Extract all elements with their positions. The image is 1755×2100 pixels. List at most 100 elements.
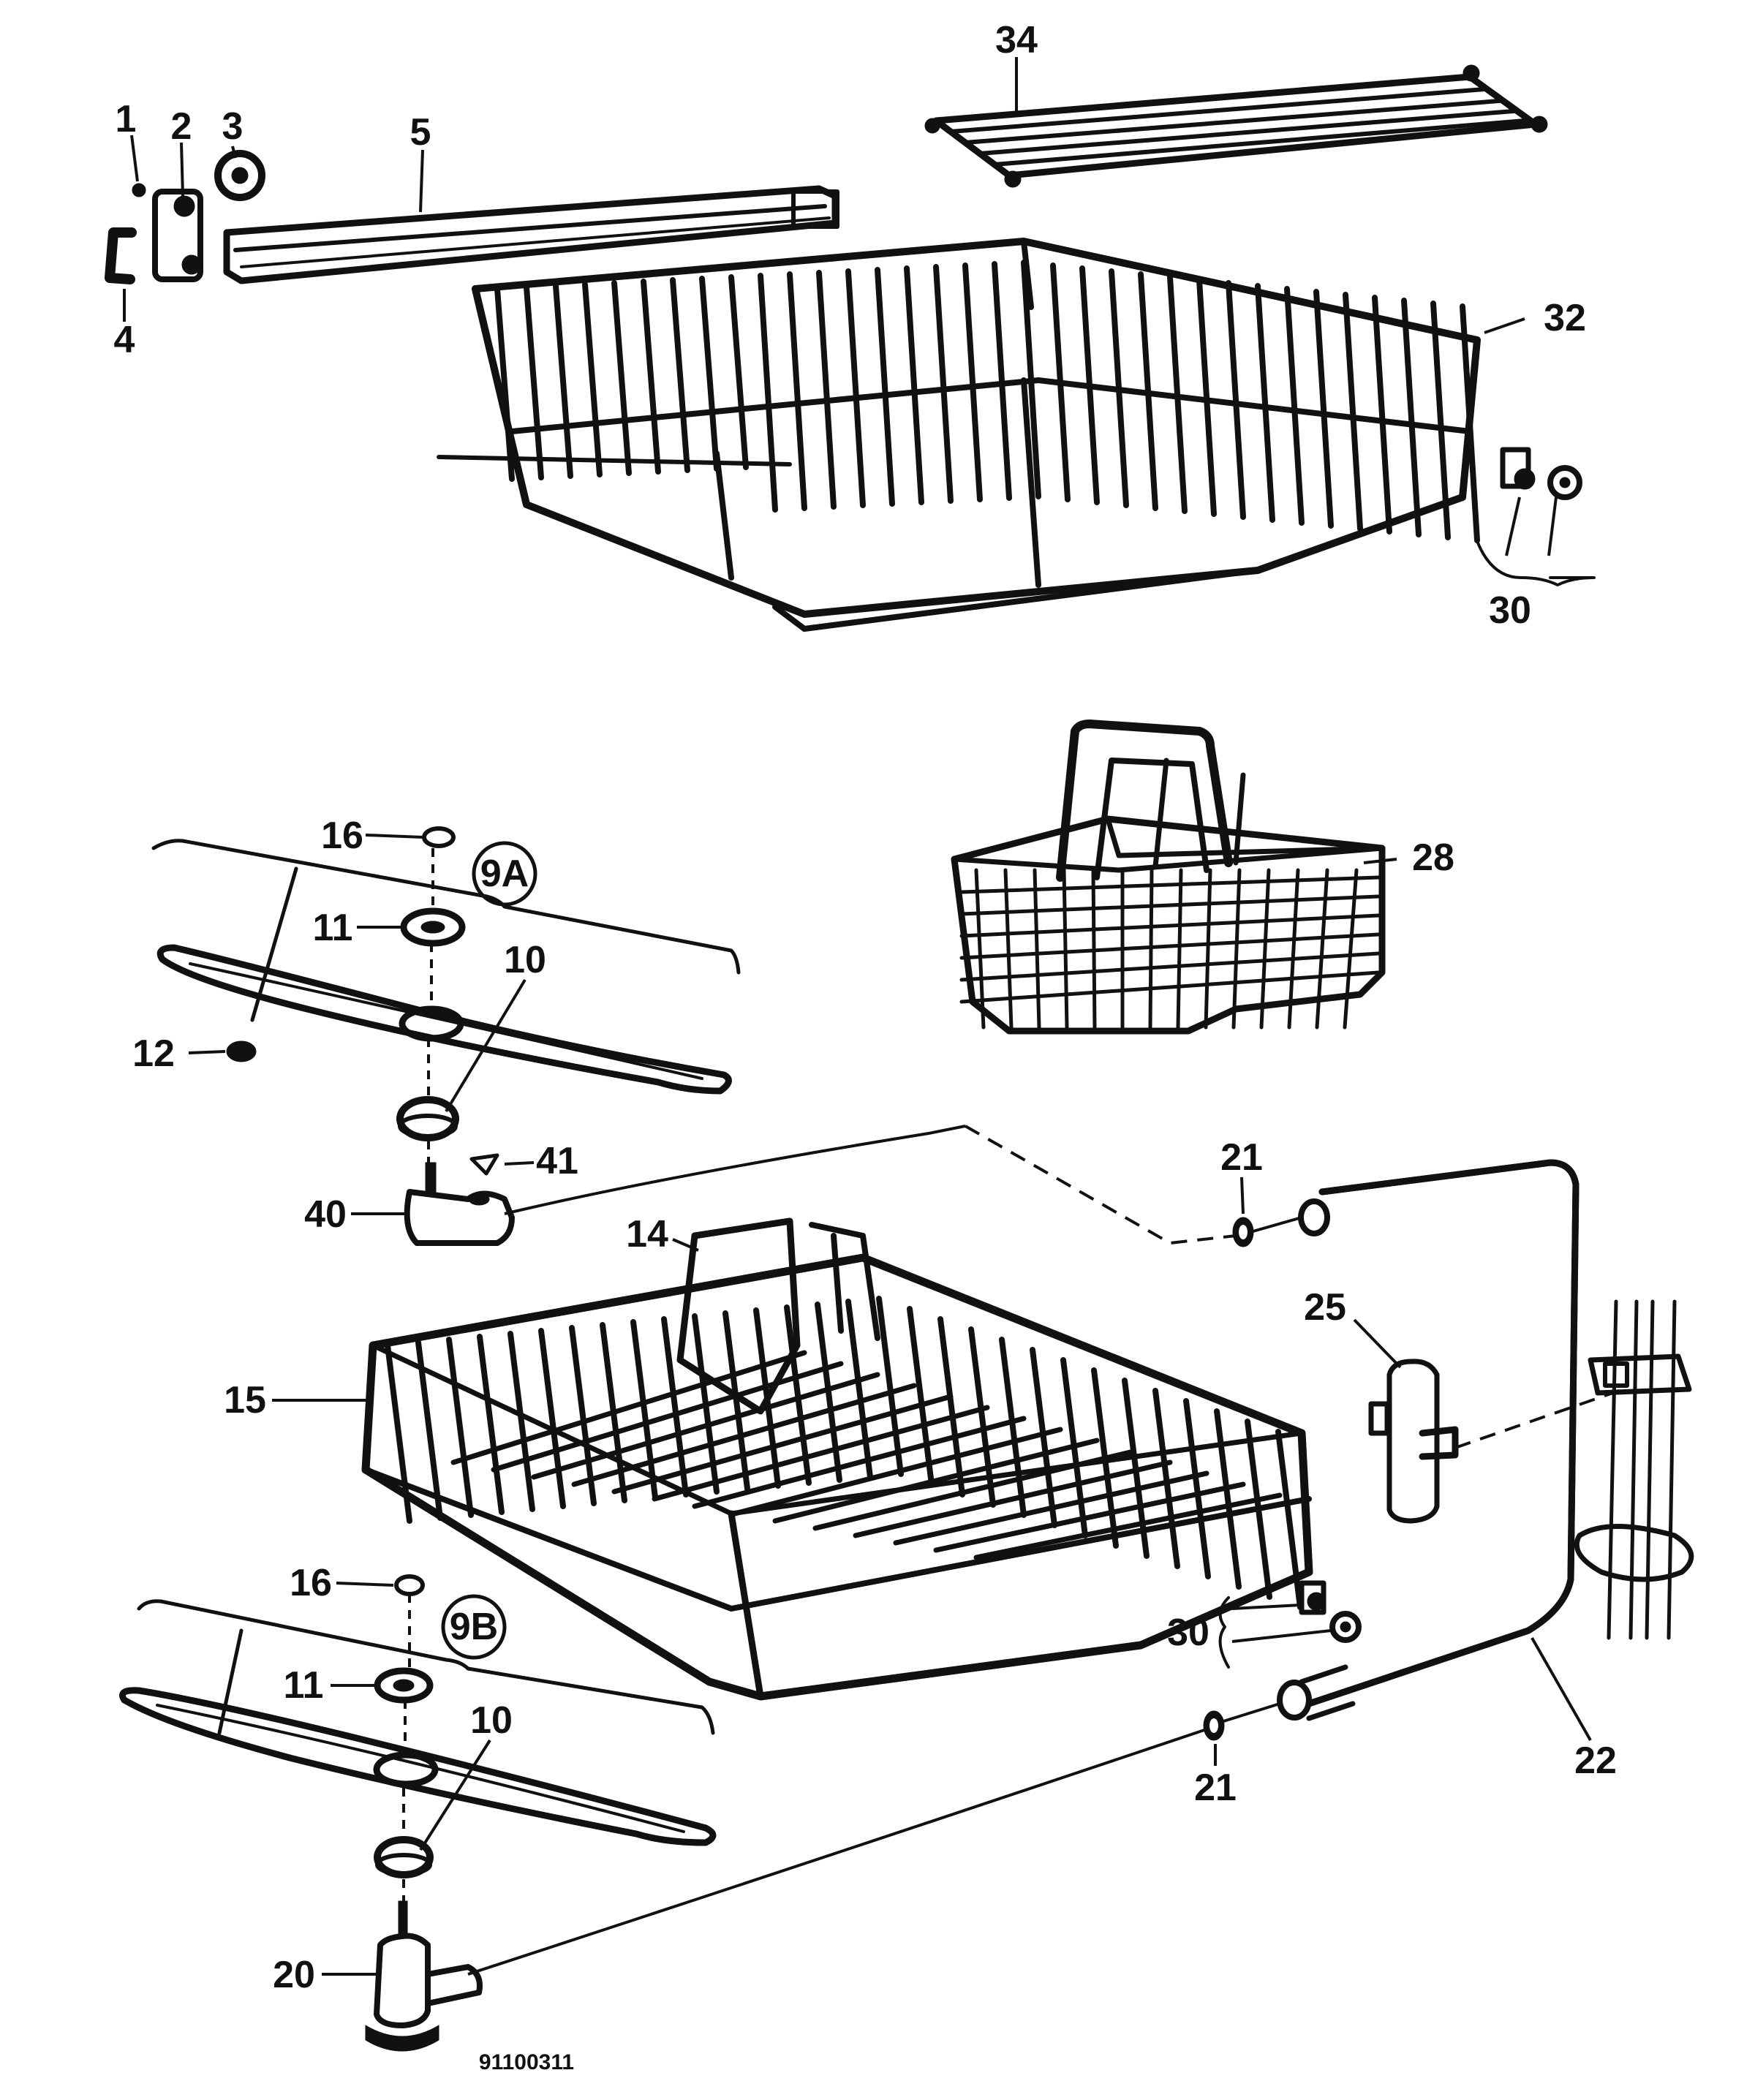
callout-30-upper: 30: [1489, 589, 1531, 632]
callout-11-upper: 11: [313, 907, 353, 949]
wire-bar: [1167, 274, 1188, 514]
wire-bar: [787, 271, 807, 511]
wire-bar: [571, 1383, 917, 1487]
wire-bar: [812, 1449, 1136, 1531]
wire-bar: [385, 1342, 412, 1524]
callout-9a-badge: 9A: [472, 841, 537, 907]
callout-16-upper: 16: [321, 815, 363, 857]
lower-spray-arm: [119, 1687, 717, 1846]
callout-41: 41: [536, 1140, 578, 1182]
wire-bar: [959, 913, 1381, 938]
wire-bar: [1033, 868, 1041, 1030]
wire-bar: [477, 1334, 505, 1515]
ring-to-tube-line: [1250, 1216, 1302, 1234]
wire-bar: [758, 273, 778, 513]
part-12-plug: [226, 1040, 257, 1062]
wire-bar: [1050, 262, 1071, 502]
callout-15: 15: [224, 1379, 266, 1421]
part-11-upper-bearing: [400, 907, 466, 947]
part-28-cutlery-basket: [951, 719, 1386, 1035]
wire-bar: [1313, 289, 1334, 529]
wire-bar: [1109, 268, 1129, 508]
drawing-number: 91100311: [479, 2050, 574, 2074]
wire-bar: [1152, 1388, 1180, 1569]
wire-bar: [494, 286, 515, 482]
upper-dashed-line: [965, 1125, 1237, 1245]
wire-bar: [1259, 868, 1271, 1030]
wire-bar: [450, 1350, 807, 1465]
part-2-bracket: [152, 189, 203, 282]
wire-bar: [999, 1337, 1027, 1518]
wire-bar: [853, 1459, 1173, 1538]
wire-bar: [1021, 260, 1041, 499]
wire-bar: [553, 283, 573, 479]
part-21-upper-ring: [1232, 1217, 1254, 1247]
wire-bar: [1275, 1429, 1303, 1610]
wire-bar: [446, 1337, 474, 1518]
part-40-upper-manifold: [404, 1162, 515, 1246]
wire-bar: [699, 276, 720, 472]
wire-bar: [876, 1296, 904, 1477]
wire-bar: [1226, 280, 1246, 520]
wire-bar: [875, 267, 895, 507]
wire-bar: [962, 262, 983, 502]
wire-bar: [1204, 868, 1212, 1030]
wire-bar: [904, 265, 924, 505]
wire-bar: [1183, 1398, 1211, 1579]
wire-bar: [1030, 1347, 1057, 1528]
wire-bar: [491, 1361, 844, 1473]
callout-28: 28: [1412, 836, 1454, 879]
wire-bar: [1214, 1408, 1242, 1590]
wire-bar: [630, 1319, 658, 1500]
upper-spray-arm: [156, 944, 732, 1095]
wire-bar: [611, 1394, 954, 1495]
wire-bar: [845, 1299, 873, 1480]
wire-bar: [784, 1304, 812, 1486]
wire-bar: [1372, 295, 1392, 535]
wire-bar: [524, 284, 544, 480]
wire-bar: [973, 1492, 1283, 1560]
callout-32: 32: [1544, 297, 1586, 339]
wire-bar: [1196, 277, 1217, 517]
part-32-upper-basket: [437, 238, 1481, 632]
callout-3: 3: [222, 105, 244, 148]
part-4-clip: [105, 227, 137, 284]
callout-10-upper: 10: [504, 939, 546, 981]
wire-bar: [1079, 265, 1100, 505]
upper-axis-line: [427, 848, 434, 1163]
wire-bar: [1315, 868, 1329, 1030]
wire-bar: [1401, 298, 1422, 537]
wire-bar: [968, 1326, 996, 1508]
wire-bar: [582, 282, 603, 477]
wire-bar: [959, 894, 1381, 916]
wire-bar: [692, 1416, 1027, 1509]
callout-30-lower: 30: [1167, 1612, 1209, 1654]
callout-16-lower: 16: [290, 1562, 332, 1604]
part-3-roller: [214, 150, 265, 201]
wire-bar: [611, 280, 632, 476]
upper-connection-line: [504, 1125, 966, 1215]
wire-bar: [1231, 868, 1242, 1030]
callout-2: 2: [171, 105, 192, 148]
side-mount-bracket: [1574, 1299, 1694, 1640]
wire-bar: [732, 1427, 1063, 1517]
part-15-lower-basket: [361, 1253, 1313, 1701]
lower-spray-housing-outline: [137, 1599, 715, 1735]
part-30-lower-roller: [1218, 1580, 1362, 1669]
wire-bar: [1287, 868, 1300, 1030]
leader-lines: [123, 57, 1592, 1976]
callout-9b: 9B: [450, 1606, 498, 1648]
wire-bar: [531, 1372, 880, 1480]
part-10-lower-seal: [374, 1836, 434, 1878]
part-21-lower-ring: [1203, 1710, 1225, 1741]
callout-9b-badge: 9B: [441, 1594, 507, 1660]
callout-40: 40: [304, 1193, 347, 1236]
wire-bar: [959, 932, 1381, 960]
part-10-upper-seal: [396, 1096, 459, 1141]
wire-bar: [1003, 868, 1014, 1030]
callout-1: 1: [116, 98, 137, 140]
callout-4: 4: [114, 319, 135, 361]
wire-bar: [1245, 1419, 1272, 1600]
